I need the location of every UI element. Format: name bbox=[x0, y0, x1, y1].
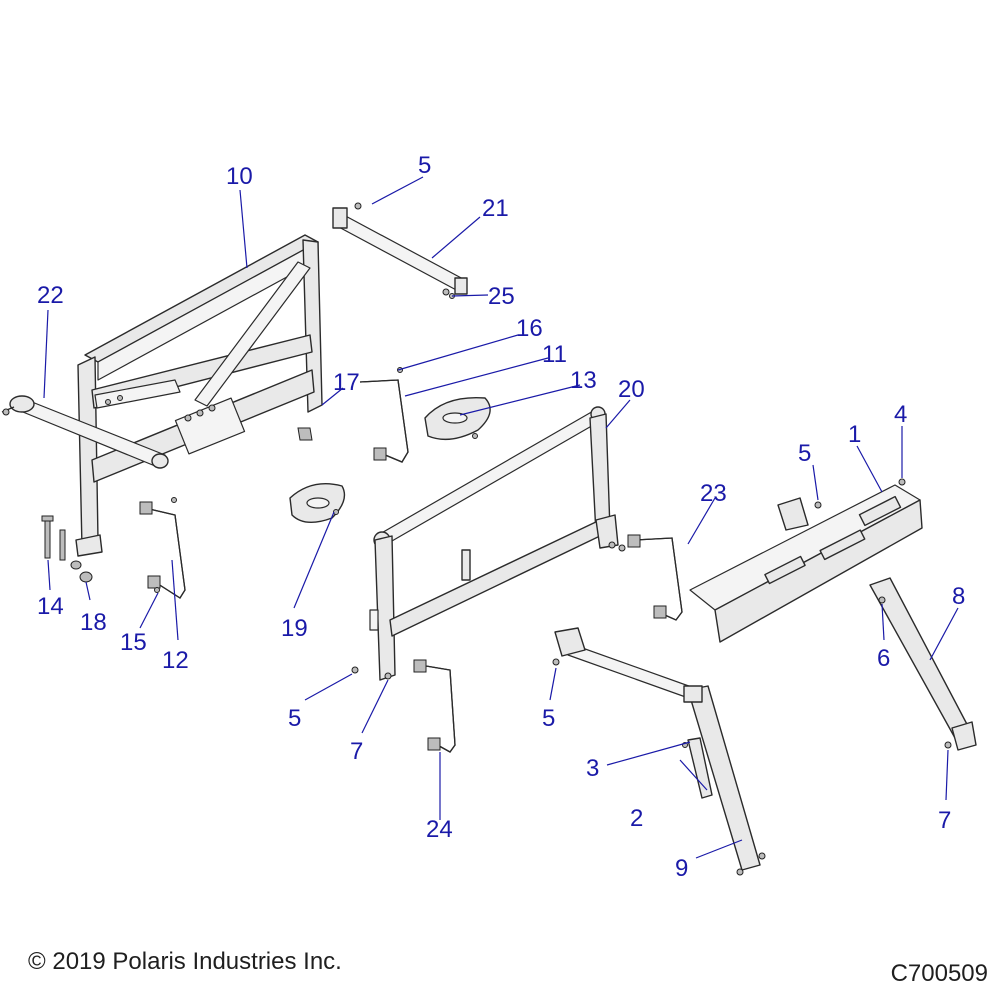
part-23-grab-handle bbox=[627, 534, 683, 621]
part-20-rear-frame bbox=[351, 406, 626, 681]
part-13-pad bbox=[424, 396, 491, 441]
callout-8: 8 bbox=[952, 583, 965, 610]
callout-18: 18 bbox=[80, 609, 107, 636]
part-22-bar bbox=[1, 395, 169, 469]
callout-12: 12 bbox=[162, 647, 189, 674]
part-10-cab-frame bbox=[75, 234, 323, 557]
callout-1: 1 bbox=[848, 421, 861, 448]
callout-5-center: 5 bbox=[542, 705, 555, 732]
callout-5-top: 5 bbox=[418, 152, 431, 179]
callout-15: 15 bbox=[120, 629, 147, 656]
part-8-rear-post bbox=[869, 577, 977, 751]
part-11-grab-handle bbox=[359, 367, 409, 463]
callout-5-bottom: 5 bbox=[288, 705, 301, 732]
callout-10: 10 bbox=[226, 163, 253, 190]
part-9-rear-post bbox=[552, 627, 766, 876]
callout-21: 21 bbox=[482, 195, 509, 222]
callout-3: 3 bbox=[586, 755, 599, 782]
hardware-14-18 bbox=[41, 515, 93, 583]
callout-labels: 1 2 3 4 5 5 5 5 6 7 7 8 9 10 11 12 13 14… bbox=[37, 152, 965, 882]
part-12-grab-handle bbox=[139, 497, 186, 599]
callout-7-left: 7 bbox=[350, 738, 363, 765]
callout-11: 11 bbox=[542, 341, 567, 368]
callout-25: 25 bbox=[488, 283, 515, 310]
callout-7-right: 7 bbox=[938, 807, 951, 834]
callout-22: 22 bbox=[37, 282, 64, 309]
callout-17: 17 bbox=[333, 369, 360, 396]
callout-14: 14 bbox=[37, 593, 64, 620]
drawing-number: C700509 bbox=[890, 960, 988, 987]
callout-19: 19 bbox=[281, 615, 308, 642]
part-21-top-bar bbox=[332, 202, 468, 299]
callout-24: 24 bbox=[426, 816, 453, 843]
callout-4: 4 bbox=[894, 401, 907, 428]
callout-13: 13 bbox=[570, 367, 597, 394]
part-1-panel bbox=[689, 478, 923, 643]
callout-5-right: 5 bbox=[798, 440, 811, 467]
part-19-pad bbox=[289, 483, 346, 523]
callout-20: 20 bbox=[618, 376, 645, 403]
callout-16: 16 bbox=[516, 315, 543, 342]
callout-9: 9 bbox=[675, 855, 688, 882]
callout-6: 6 bbox=[877, 645, 890, 672]
leader-lines bbox=[43, 176, 959, 859]
callout-23: 23 bbox=[700, 480, 727, 507]
part-24-grab-handle bbox=[413, 659, 456, 753]
callout-2: 2 bbox=[630, 805, 643, 832]
copyright-text: © 2019 Polaris Industries Inc. bbox=[28, 948, 342, 975]
